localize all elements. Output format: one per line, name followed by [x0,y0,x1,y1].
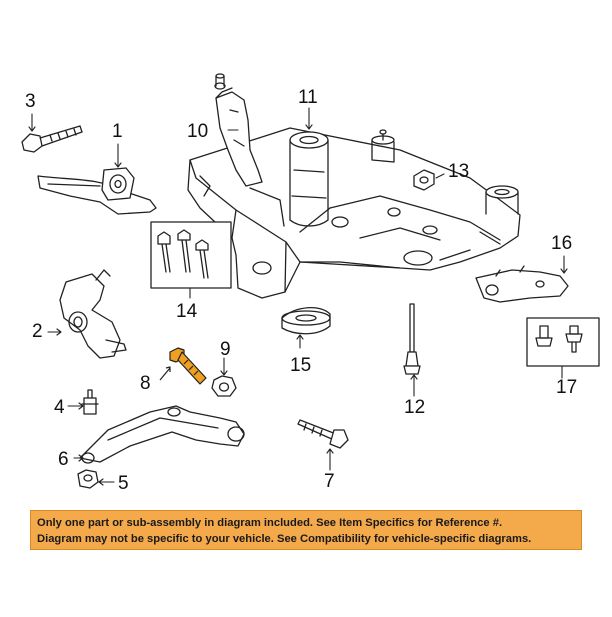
leader-lines [28,107,568,486]
part9-drawing [211,375,237,397]
part14-drawing [150,221,232,289]
callout-15: 15 [290,355,312,376]
callout-16: 16 [551,233,573,254]
callout-4: 4 [54,397,65,418]
part4-drawing [81,389,99,415]
callout-17: 17 [556,377,578,398]
subframe-drawing [187,73,521,299]
callout-5: 5 [118,473,129,494]
part2-drawing [59,269,127,359]
callout-14: 14 [176,301,198,322]
callout-12: 12 [404,397,426,418]
part15-drawing [281,307,331,335]
part6-drawing [79,405,245,464]
callout-7: 7 [324,471,335,492]
disclaimer-line-1: Only one part or sub-assembly in diagram… [37,517,503,529]
part8-highlighted-bolt [159,347,207,385]
part1-drawing [37,167,157,215]
callout-11: 11 [298,87,318,108]
callout-1: 1 [112,121,123,142]
part17-drawing [526,317,600,367]
callout-6: 6 [58,449,69,470]
disclaimer-banner: Only one part or sub-assembly in diagram… [30,510,582,550]
callout-2: 2 [32,321,43,342]
part3-drawing [21,125,83,153]
callout-8: 8 [140,373,151,394]
part12-drawing [403,303,421,375]
part5-drawing [77,469,99,489]
part13-drawing [413,169,435,191]
callout-10: 10 [187,121,209,142]
part7-drawing [297,419,349,449]
disclaimer-line-2: Diagram may not be specific to your vehi… [37,533,532,545]
callout-13: 13 [448,161,470,182]
callout-3: 3 [25,91,36,112]
callout-9: 9 [220,339,231,360]
part16-drawing [475,265,569,303]
